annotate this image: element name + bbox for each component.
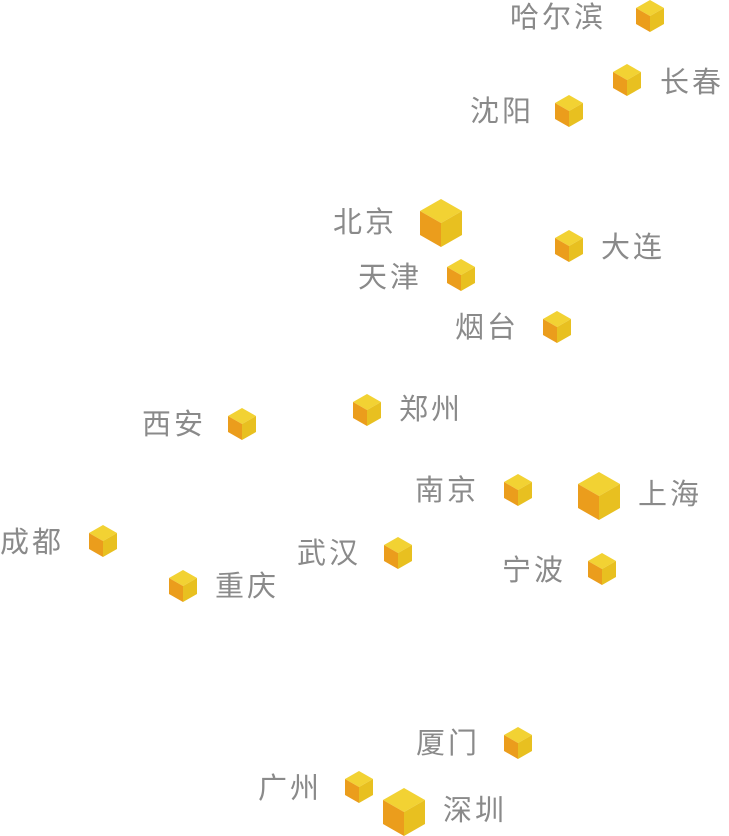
city-label-chongqing: 重庆 [215,569,280,603]
cube-marker-icon[interactable] [578,472,620,520]
cube-marker-icon[interactable] [504,727,532,759]
cube-marker-icon[interactable] [383,788,425,836]
city-label-changchun: 长春 [660,65,725,99]
city-label-xian: 西安 [142,407,207,441]
city-label-yantai: 烟台 [455,310,520,344]
cube-marker-icon[interactable] [353,394,381,426]
cube-marker-icon[interactable] [543,311,571,343]
city-label-shenzhen: 深圳 [443,793,508,827]
city-label-nanjing: 南京 [415,473,480,507]
city-label-tianjin: 天津 [358,260,423,294]
cube-marker-icon[interactable] [420,199,462,247]
cube-marker-icon[interactable] [345,771,373,803]
cube-marker-icon[interactable] [588,553,616,585]
city-label-chengdu: 成都 [0,525,65,559]
city-label-beijing: 北京 [333,205,398,239]
cube-marker-icon[interactable] [169,570,197,602]
cube-marker-icon[interactable] [447,259,475,291]
city-label-guangzhou: 广州 [258,771,323,805]
city-label-shanghai: 上海 [638,477,703,511]
cube-marker-icon[interactable] [555,230,583,262]
city-label-shenyang: 沈阳 [470,94,535,128]
city-label-ningbo: 宁波 [502,553,567,587]
city-label-xiamen: 厦门 [416,726,481,760]
cube-marker-icon[interactable] [613,64,641,96]
city-label-wuhan: 武汉 [297,536,362,570]
cube-marker-icon[interactable] [384,537,412,569]
cube-marker-icon[interactable] [504,474,532,506]
city-label-dalian: 大连 [601,230,666,264]
cube-marker-icon[interactable] [228,408,256,440]
cube-marker-icon[interactable] [636,0,664,32]
cube-marker-icon[interactable] [555,95,583,127]
city-label-harbin: 哈尔滨 [510,0,607,34]
cube-marker-icon[interactable] [89,525,117,557]
city-label-zhengzhou: 郑州 [399,392,464,426]
